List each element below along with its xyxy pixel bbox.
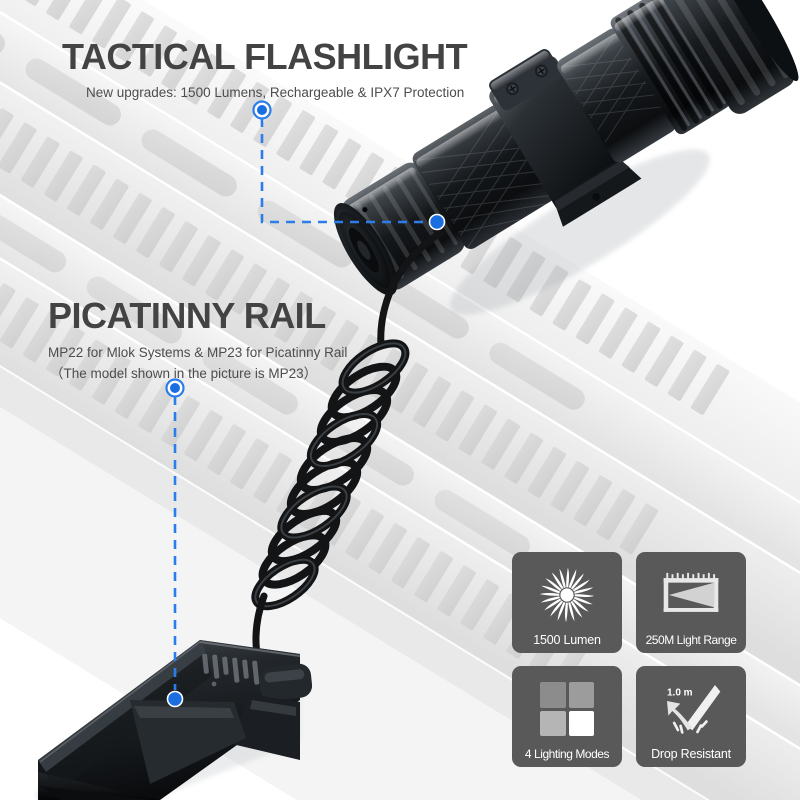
- flashlight-midbody: [557, 28, 676, 163]
- ring-mount: [489, 49, 642, 227]
- rail-top-plateau: [0, 0, 800, 704]
- picatinny-rail-subtitle-1: MP22 for Mlok Systems & MP23 for Picatin…: [48, 344, 348, 360]
- four-squares-icon: [512, 666, 622, 747]
- callout-tactical-flashlight: TACTICAL FLASHLIGHT New upgrades: 1500 L…: [62, 36, 468, 102]
- mount-screws: [505, 64, 548, 96]
- leader-line-flashlight: [252, 100, 446, 231]
- flashlight-head-fins: [610, 0, 730, 135]
- badge-drop-label: Drop Resistant: [651, 747, 731, 761]
- flashlight-bezel: [654, 0, 799, 114]
- light-burst-icon: [512, 552, 622, 633]
- callout-picatinny-rail: PICATINNY RAIL MP22 for Mlok Systems & M…: [48, 297, 347, 384]
- flashlight-tailcap-marker: [428, 213, 446, 231]
- badge-range: 250M Light Range: [636, 552, 746, 653]
- picatinny-rail-title: PICATINNY RAIL: [48, 295, 326, 336]
- leader-line-rail: [165, 378, 185, 708]
- picatinny-rail-subtitle-2: （The model shown in the picture is MP23）: [50, 366, 318, 382]
- badge-lumen: 1500 Lumen: [512, 552, 622, 653]
- feature-badge-grid: 1500 Lumen: [512, 552, 752, 768]
- tactical-flashlight-subtitle: New upgrades: 1500 Lumens, Rechargeable …: [86, 84, 465, 100]
- beam-range-ruler-icon: [636, 552, 746, 633]
- badge-drop: 1.0 m Drop Resistant: [636, 666, 746, 767]
- drop-impact-icon: 1.0 m: [636, 666, 746, 747]
- badge-modes-label: 4 Lighting Modes: [524, 747, 610, 761]
- flashlight-shadow: [450, 149, 710, 315]
- pressure-switch-pad: [36, 640, 313, 800]
- pressure-switch-marker: [166, 690, 184, 708]
- page-title: TACTICAL FLASHLIGHT: [62, 36, 468, 77]
- badge-lumen-label: 1500 Lumen: [533, 633, 601, 647]
- badge-range-label: 250M Light Range: [645, 633, 737, 647]
- badge-modes: 4 Lighting Modes: [512, 666, 622, 767]
- drop-height-value: 1.0 m: [667, 688, 693, 699]
- flashlight-callout-origin-marker: [252, 100, 272, 120]
- rail-callout-origin-marker: [165, 378, 185, 398]
- flashlight-assembly: [333, 0, 799, 296]
- switch-pad-ribs: [202, 653, 260, 685]
- switch-button: [259, 663, 313, 701]
